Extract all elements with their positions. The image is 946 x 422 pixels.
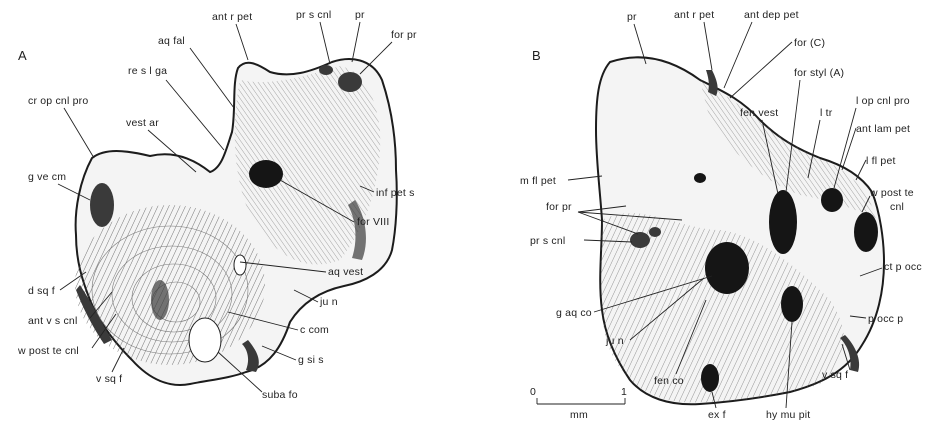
label-b-6: l tr: [820, 107, 833, 119]
label-b-22: hy mu pit: [766, 409, 810, 421]
label-a-1: pr s cnl: [296, 9, 331, 21]
label-b-0: pr: [627, 11, 637, 23]
label-b-7: l op cnl pro: [856, 95, 910, 107]
label-a-9: inf pet s: [376, 187, 415, 199]
label-a-14: ant v s cnl: [28, 315, 77, 327]
panel-a-letter: A: [18, 48, 27, 63]
label-b-3: for (C): [794, 37, 825, 49]
label-b-20: fen co: [654, 375, 684, 387]
scale-start: 0: [530, 386, 536, 398]
label-a-5: re s l ga: [128, 65, 167, 77]
label-a-15: c com: [300, 324, 329, 336]
label-b-17: ju n: [605, 335, 624, 347]
label-b-11: w post te: [869, 187, 914, 199]
label-a-7: vest ar: [126, 117, 159, 129]
label-b-1: ant r pet: [674, 9, 714, 21]
label-a-3: for pr: [391, 29, 417, 41]
label-b-2: ant dep pet: [744, 9, 799, 21]
scale-end: 1: [621, 386, 627, 398]
cochlear-aqueduct-b: [705, 242, 749, 294]
label-b-13: for pr: [546, 201, 572, 213]
label-b-10: l fl pet: [866, 155, 896, 167]
label-b-9: m fl pet: [520, 175, 556, 187]
label-a-13: d sq f: [28, 285, 55, 297]
label-a-8: g ve cm: [28, 171, 66, 183]
label-b-5: fen vest: [740, 107, 778, 119]
label-a-16: g si s: [298, 354, 324, 366]
internal-acoustic-meatus-a: [249, 160, 283, 188]
label-a-2: pr: [355, 9, 365, 21]
label-a-18: v sq f: [96, 373, 122, 385]
label-b-16: g aq co: [556, 307, 592, 319]
label-b-18: p occ p: [868, 313, 903, 325]
label-b-21: ex f: [708, 409, 726, 421]
label-a-4: aq fal: [158, 35, 185, 47]
scale-unit: mm: [570, 409, 588, 421]
label-a-0: ant r pet: [212, 11, 252, 23]
label-b-19: v sq f: [822, 369, 848, 381]
label-a-17: w post te cnl: [17, 345, 79, 357]
label-b-15: ct p occ: [884, 261, 922, 273]
fenestra-vestibuli-b: [769, 190, 797, 254]
label-b-12: cnl: [890, 201, 904, 213]
label-b-14: pr s cnl: [530, 235, 565, 247]
label-a-19: suba fo: [262, 389, 298, 401]
label-a-11: aq vest: [328, 266, 363, 278]
label-a-6: cr op cnl pro: [28, 95, 88, 107]
label-a-10: for VIII: [357, 216, 390, 228]
label-b-8: ant lam pet: [856, 123, 910, 135]
panel-b: B 0 1 mm: [530, 48, 884, 421]
scale-bar: 0 1 mm: [530, 386, 627, 421]
label-a-12: ju n: [319, 296, 338, 308]
panel-b-letter: B: [532, 48, 541, 63]
label-b-4: for styl (A): [794, 67, 844, 79]
